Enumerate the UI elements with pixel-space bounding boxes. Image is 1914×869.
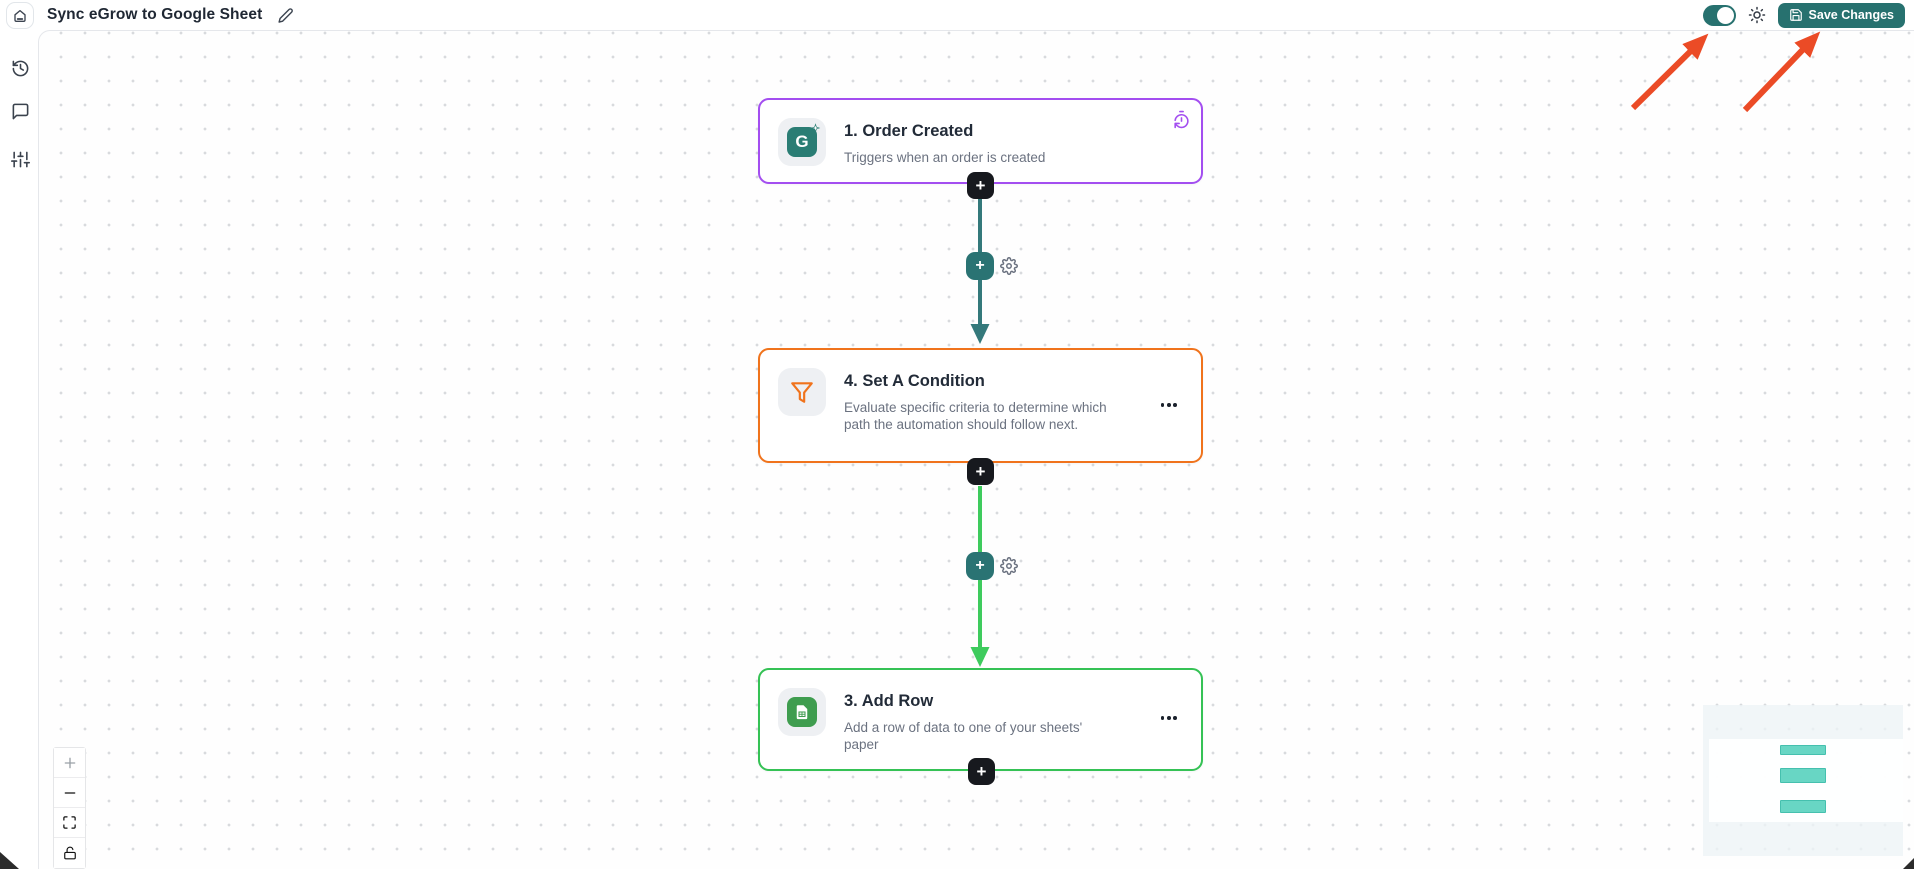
minimap-node-4: [1780, 768, 1826, 783]
save-icon: [1789, 8, 1803, 22]
sparkle-icon: [810, 123, 821, 134]
home-button[interactable]: [6, 2, 34, 29]
node-icon-box: G: [778, 118, 826, 166]
node-3-add-row[interactable]: 3. Add Row Add a row of data to one of y…: [758, 668, 1203, 771]
home-icon: [12, 8, 28, 24]
timer-history-icon[interactable]: [1172, 110, 1191, 129]
corner-artifact: [1903, 858, 1914, 869]
minimap-node-1: [1780, 745, 1826, 755]
minimap[interactable]: [1703, 705, 1903, 856]
zoom-out-button[interactable]: [54, 778, 85, 808]
more-menu-icon[interactable]: [1160, 403, 1177, 407]
funnel-icon: [789, 379, 815, 405]
sidebar-item-comments[interactable]: [9, 100, 31, 122]
sliders-icon: [10, 150, 30, 169]
node-title: 3. Add Row: [844, 692, 934, 710]
node-title: 4. Set A Condition: [844, 372, 985, 390]
more-menu-icon[interactable]: [1160, 716, 1177, 720]
comment-icon: [11, 102, 30, 121]
save-changes-button[interactable]: Save Changes: [1777, 2, 1905, 28]
node-4-set-a-condition[interactable]: 4. Set A Condition Evaluate specific cri…: [758, 348, 1203, 463]
insert-step-button-1[interactable]: +: [966, 252, 994, 280]
fit-view-button[interactable]: [54, 808, 85, 838]
lock-button[interactable]: [54, 838, 85, 868]
cursor-artifact: [0, 852, 19, 869]
minimap-node-3: [1780, 800, 1826, 813]
node-icon-box: [778, 688, 826, 736]
flow-title: Sync eGrow to Google Sheet: [47, 6, 263, 23]
edit-title-button[interactable]: [277, 7, 294, 24]
egrow-g-icon: G: [787, 123, 821, 157]
add-step-button-after-node-4[interactable]: +: [967, 458, 994, 485]
sidebar-item-settings[interactable]: [9, 148, 31, 170]
node-description: Add a row of data to one of your sheets'…: [844, 720, 1083, 752]
insert-step-button-2[interactable]: +: [966, 552, 994, 580]
save-button-label: Save Changes: [1808, 8, 1894, 22]
theme-sun-icon[interactable]: [1748, 6, 1766, 24]
add-step-button-after-node-1[interactable]: +: [967, 172, 994, 199]
add-step-button-after-node-3[interactable]: +: [968, 758, 995, 785]
node-title: 1. Order Created: [844, 122, 974, 140]
toggle-knob: [1716, 6, 1734, 24]
history-icon: [11, 59, 30, 78]
node-description: Evaluate specific criteria to determine …: [844, 400, 1107, 432]
top-bar: Sync eGrow to Google Sheet: [0, 0, 1914, 30]
connector-settings-gear-icon[interactable]: [1000, 557, 1018, 575]
node-1-order-created[interactable]: G 1. Order Created Triggers when an orde…: [758, 98, 1203, 184]
node-icon-box: [778, 368, 826, 416]
autosave-toggle[interactable]: [1702, 4, 1736, 26]
connector-settings-gear-icon[interactable]: [1000, 257, 1018, 275]
canvas-controls: [53, 747, 86, 869]
google-sheets-icon: [787, 697, 817, 727]
node-description: Triggers when an order is created: [844, 150, 1046, 165]
zoom-in-button[interactable]: [54, 748, 85, 778]
sidebar-item-history[interactable]: [9, 57, 31, 79]
